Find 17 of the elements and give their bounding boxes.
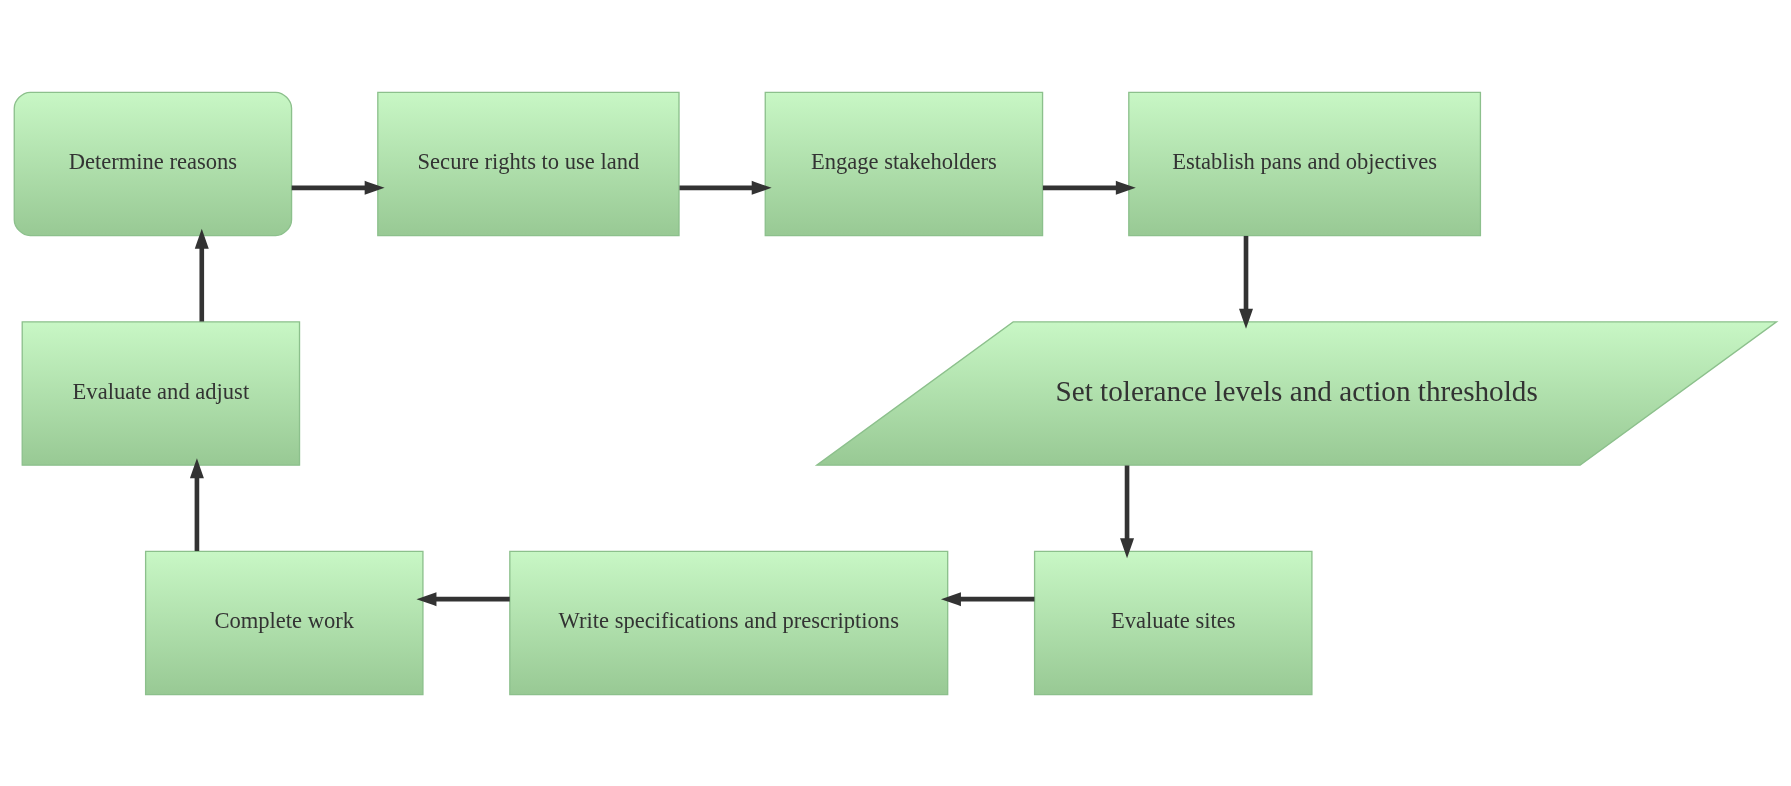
arrow — [1042, 180, 1136, 195]
arrow — [940, 591, 1035, 606]
arrow — [194, 228, 209, 321]
node-box: Secure rights to use land — [377, 91, 680, 236]
arrow — [1120, 465, 1135, 558]
node-box: Evaluate and adjust — [21, 320, 301, 466]
node-box: Determine reasons — [13, 91, 293, 236]
node-box: Evaluate sites — [1033, 550, 1313, 695]
node-box: Engage stakeholders — [764, 91, 1044, 236]
arrow — [189, 457, 204, 551]
arrow — [1239, 235, 1253, 329]
arrow — [679, 180, 772, 195]
arrow — [291, 180, 385, 195]
node-box: Write specifications and prescriptions — [509, 550, 949, 695]
node-box: Establish pans and objectives — [1128, 91, 1482, 236]
arrow — [416, 591, 510, 606]
node-box: Complete work — [144, 550, 424, 695]
